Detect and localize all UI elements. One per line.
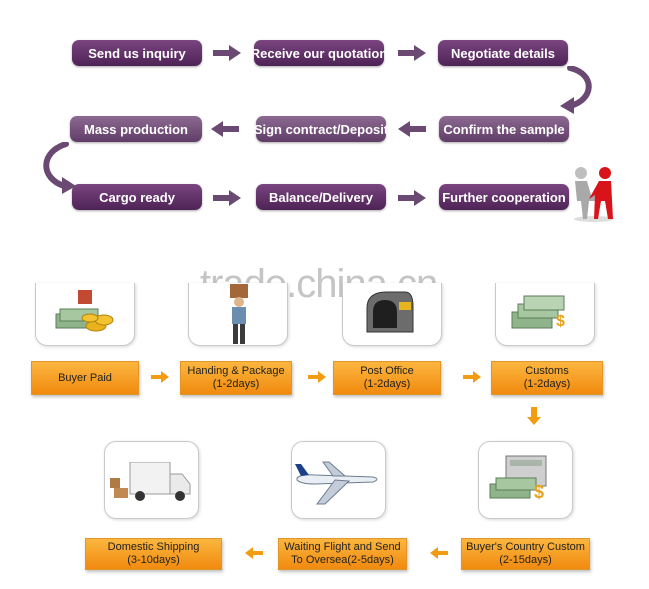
step-duration: (3-10days)	[127, 554, 180, 567]
arrow-left-icon	[430, 547, 448, 559]
step-duration: (1-2days)	[524, 378, 570, 391]
step-label: Confirm the sample	[443, 122, 564, 137]
step-label: Customs	[525, 365, 568, 378]
step-further-cooperation: Further cooperation	[439, 184, 569, 210]
calculator-money-icon: $	[488, 454, 562, 508]
mailbox-icon	[365, 288, 415, 336]
arrow-down-icon	[527, 407, 541, 425]
step-label: Mass production	[84, 122, 188, 137]
arrow-right-icon	[213, 45, 241, 61]
step-label: Receive our quotation	[251, 46, 388, 61]
step-label: Cargo ready	[99, 190, 175, 205]
step-label: Further cooperation	[442, 190, 566, 205]
step-buyer-paid: Buyer Paid	[31, 361, 139, 395]
step-receive-quotation: Receive our quotation	[254, 40, 384, 66]
step-sign-contract: Sign contract/Deposit	[256, 116, 386, 142]
worker-box-icon	[224, 284, 254, 346]
arrow-right-icon	[398, 190, 426, 206]
step-send-inquiry: Send us inquiry	[72, 40, 202, 66]
step-negotiate-details: Negotiate details	[438, 40, 568, 66]
step-label: Sign contract/Deposit	[254, 122, 388, 137]
step-cargo-ready: Cargo ready	[72, 184, 202, 210]
step-confirm-sample: Confirm the sample	[439, 116, 569, 142]
step-label: Waiting Flight and Send	[284, 541, 400, 554]
step-label: Send us inquiry	[88, 46, 186, 61]
step-label: Handing & Package	[187, 365, 284, 378]
step-mass-production: Mass production	[70, 116, 202, 142]
handshake-people-icon	[571, 165, 617, 223]
cash-stack-icon: $	[508, 292, 572, 336]
step-duration: To Oversea(2-5days)	[291, 554, 394, 567]
arrow-right-icon	[398, 45, 426, 61]
arrow-left-icon	[398, 121, 426, 137]
step-duration: (2-15days)	[499, 554, 552, 567]
arrow-right-icon	[151, 371, 169, 383]
arrow-left-icon	[245, 547, 263, 559]
step-handing-package: Handing & Package(1-2days)	[180, 361, 292, 395]
step-duration: (1-2days)	[213, 378, 259, 391]
step-label: Domestic Shipping	[108, 541, 200, 554]
arrow-right-icon	[213, 190, 241, 206]
step-label: Buyer's Country Custom	[466, 541, 585, 554]
step-buyers-country-custom: Buyer's Country Custom(2-15days)	[461, 538, 590, 570]
curved-arrow-down-icon	[556, 66, 596, 116]
step-label: Balance/Delivery	[269, 190, 373, 205]
step-balance-delivery: Balance/Delivery	[256, 184, 386, 210]
arrow-right-icon	[463, 371, 481, 383]
step-label: Negotiate details	[451, 46, 555, 61]
step-label: Buyer Paid	[58, 372, 112, 385]
step-duration: (1-2days)	[364, 378, 410, 391]
money-coins-icon	[52, 290, 114, 336]
airplane-icon	[295, 460, 381, 506]
arrow-right-icon	[308, 371, 326, 383]
step-domestic-shipping: Domestic Shipping(3-10days)	[85, 538, 222, 570]
step-post-office: Post Office(1-2days)	[333, 361, 441, 395]
step-label: Post Office	[360, 365, 414, 378]
delivery-truck-icon	[110, 462, 194, 504]
step-customs: Customs(1-2days)	[491, 361, 603, 395]
svg-text:$: $	[534, 482, 544, 502]
svg-text:$: $	[556, 313, 565, 330]
curved-arrow-down-icon	[42, 142, 82, 194]
arrow-left-icon	[211, 121, 239, 137]
